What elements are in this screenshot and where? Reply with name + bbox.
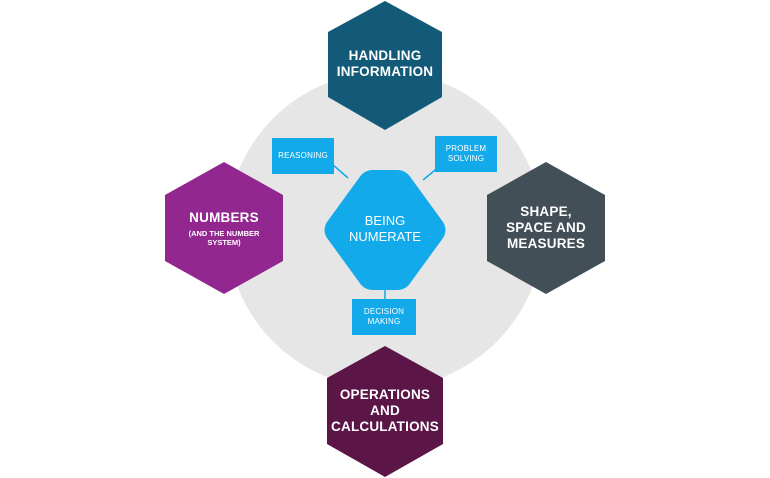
being-numerate-line2: NUMERATE	[349, 229, 421, 244]
label-being-numerate-text: BEING NUMERATE	[330, 210, 440, 248]
operations-line3: CALCULATIONS	[331, 419, 439, 434]
shape-line2: SPACE AND	[506, 220, 586, 235]
being-numerate-line1: BEING	[364, 213, 406, 228]
problem-solving-line1: PROBLEM	[445, 144, 487, 153]
handling-information-line2: INFORMATION	[336, 64, 434, 79]
numbers-subtitle-line2: SYSTEM)	[207, 237, 241, 247]
shape-line3: MEASURES	[506, 236, 586, 251]
problem-solving-line2: SOLVING	[447, 154, 485, 163]
label-decision-making: DECISION MAKING	[352, 299, 416, 335]
operations-line2: AND	[370, 403, 400, 418]
connector-reasoning	[331, 163, 349, 179]
operations-line1: OPERATIONS	[339, 387, 431, 402]
hexagon-shape-space-measures	[487, 162, 605, 294]
reasoning-text: REASONING	[278, 151, 328, 160]
numbers-title: NUMBERS	[189, 209, 259, 225]
skill-box-decision-making	[352, 299, 416, 335]
label-handling-information: HANDLING INFORMATION	[328, 44, 442, 84]
numbers-subtitle-line1: (AND THE NUMBER	[188, 228, 260, 238]
skill-box-reasoning	[272, 138, 334, 174]
hexagon-being-numerate	[324, 170, 446, 290]
label-shape-space-measures: SHAPE, SPACE AND MEASURES	[487, 203, 605, 253]
shape-line1: SHAPE,	[520, 204, 572, 219]
hexagon-operations-calculations	[327, 346, 443, 477]
label-reasoning: REASONING	[272, 138, 334, 174]
label-problem-solving: PROBLEM SOLVING	[435, 136, 497, 172]
handling-information-line1: HANDLING	[348, 48, 422, 63]
label-operations-calculations: OPERATIONS AND CALCULATIONS	[327, 386, 443, 436]
label-numbers: NUMBERS (AND THE NUMBER SYSTEM)	[165, 205, 283, 251]
hexagon-handling-information	[328, 1, 442, 130]
decision-making-line2: MAKING	[367, 317, 401, 326]
decision-making-line1: DECISION	[363, 307, 405, 316]
hexagon-numbers	[165, 162, 283, 294]
skill-box-problem-solving	[435, 136, 497, 172]
